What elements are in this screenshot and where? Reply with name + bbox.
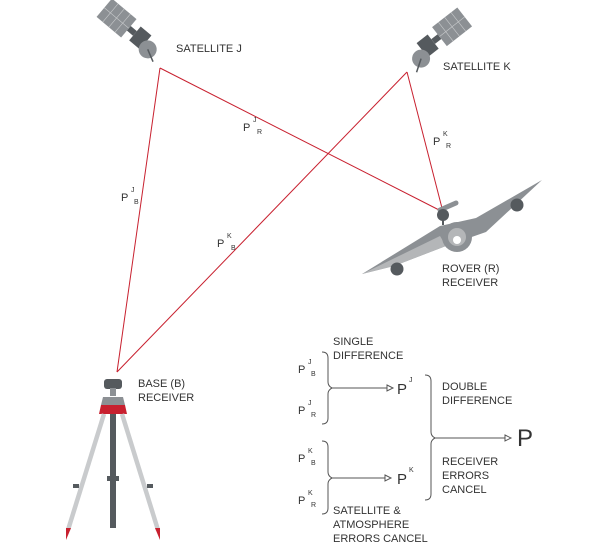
satellite-j-label: SATELLITE J: [176, 43, 242, 55]
single-difference-bracket-k: [321, 440, 334, 515]
signal-lines: [116, 67, 444, 373]
receiver-errors-line3: CANCEL: [442, 484, 487, 496]
svg-text:B: B: [134, 199, 139, 206]
svg-text:J: J: [308, 400, 312, 407]
svg-text:K: K: [443, 131, 448, 138]
signal-line-k-rover: [406, 71, 444, 213]
term-pkb: P K B: [298, 448, 316, 467]
range-label-bj: P J B: [121, 187, 139, 206]
satellite-errors-line2: ATMOSPHERE: [333, 519, 409, 531]
arrow-to-pk-head: [384, 474, 393, 482]
svg-text:R: R: [257, 129, 262, 136]
svg-text:P: P: [121, 192, 128, 204]
term-pk: P K: [397, 467, 414, 488]
svg-text:K: K: [308, 448, 313, 455]
range-label-rk: P K R: [433, 131, 451, 150]
signal-line-j-base: [116, 67, 161, 373]
svg-text:P: P: [298, 453, 305, 465]
svg-text:K: K: [227, 233, 232, 240]
double-difference-line2: DIFFERENCE: [442, 395, 512, 407]
signal-line-j-rover: [159, 67, 444, 213]
svg-text:K: K: [308, 490, 313, 497]
svg-text:J: J: [253, 117, 257, 124]
svg-text:P: P: [243, 122, 250, 134]
single-difference-line1: SINGLE: [333, 336, 373, 348]
base-label-line1: BASE (B): [138, 378, 185, 390]
svg-text:B: B: [311, 371, 316, 378]
svg-text:P: P: [397, 471, 407, 488]
rover-label-line2: RECEIVER: [442, 277, 498, 289]
single-difference-bracket-j: [321, 351, 334, 425]
arrow-to-pj-head: [386, 384, 395, 392]
svg-text:P: P: [433, 136, 440, 148]
svg-text:J: J: [131, 187, 135, 194]
range-label-rj: P J R: [243, 117, 262, 136]
airplane-icon: [362, 180, 542, 276]
svg-text:P: P: [298, 364, 305, 376]
satellite-k-icon: [412, 7, 473, 73]
svg-text:R: R: [311, 412, 316, 419]
satellite-j-icon: [96, 0, 157, 62]
single-difference-line2: DIFFERENCE: [333, 350, 403, 362]
receiver-errors-line2: ERRORS: [442, 470, 489, 482]
svg-text:K: K: [409, 467, 414, 474]
svg-text:J: J: [409, 377, 413, 384]
satellite-k-label: SATELLITE K: [443, 61, 511, 73]
tripod-icon: [65, 379, 161, 540]
rover-label-line1: ROVER (R): [442, 263, 499, 275]
double-difference-bracket: [424, 374, 437, 501]
svg-text:P: P: [217, 238, 224, 250]
term-pjb: P J B: [298, 359, 316, 378]
svg-text:J: J: [308, 359, 312, 366]
base-label-line2: RECEIVER: [138, 392, 194, 404]
satellite-errors-line3: ERRORS CANCEL: [333, 533, 428, 545]
range-label-bk: P K B: [217, 233, 236, 252]
svg-text:B: B: [231, 245, 236, 252]
svg-text:B: B: [311, 460, 316, 467]
satellite-errors-line1: SATELLITE &: [333, 505, 401, 517]
term-p: P: [517, 425, 533, 452]
difference-brackets: [321, 351, 505, 515]
arrow-to-p-head: [504, 434, 513, 442]
signal-line-k-base: [116, 71, 408, 373]
term-pkr: P K R: [298, 490, 316, 509]
double-difference-line1: DOUBLE: [442, 381, 487, 393]
svg-text:R: R: [446, 143, 451, 150]
receiver-errors-line1: RECEIVER: [442, 456, 498, 468]
legend-arrowheads: [384, 384, 513, 482]
svg-text:P: P: [298, 405, 305, 417]
term-pjr: P J R: [298, 400, 316, 419]
svg-text:R: R: [311, 502, 316, 509]
svg-text:P: P: [298, 495, 305, 507]
svg-text:P: P: [397, 381, 407, 398]
term-pj: P J: [397, 377, 413, 398]
svg-text:P: P: [517, 425, 533, 452]
